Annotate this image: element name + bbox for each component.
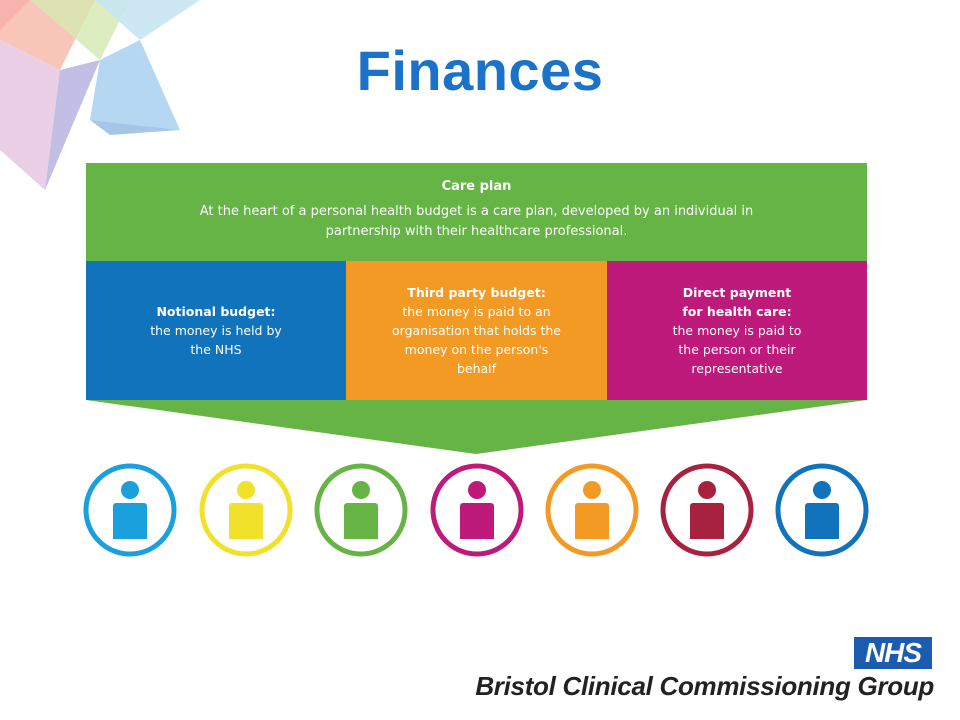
person-icon — [660, 463, 754, 557]
budget-text: the money is paid to an organisation tha… — [392, 304, 561, 376]
organisation-name: Bristol Clinical Commissioning Group — [475, 671, 934, 701]
person-icon — [545, 463, 639, 557]
person-icon — [83, 463, 177, 557]
decorative-corner-shapes — [0, 0, 200, 190]
page-title: Finances — [356, 39, 604, 102]
budget-heading: Direct payment for health care: — [682, 285, 792, 319]
direct-payment-box: Direct payment for health care: the mone… — [607, 261, 867, 400]
notional-budget-box: Notional budget: the money is held by th… — [86, 261, 346, 400]
care-plan-panel: Care plan At the heart of a personal hea… — [86, 163, 867, 261]
person-icon — [430, 463, 524, 557]
person-icon — [775, 463, 869, 557]
budget-heading: Notional budget: — [156, 304, 276, 319]
care-plan-description: At the heart of a personal health budget… — [199, 204, 754, 239]
person-icon — [314, 463, 408, 557]
person-icon — [199, 463, 293, 557]
budget-heading: Third party budget: — [407, 285, 546, 300]
nhs-logo: NHS — [854, 637, 932, 669]
budget-text: the money is held by the NHS — [150, 323, 282, 357]
care-plan-title: Care plan — [441, 179, 512, 194]
budget-text: the money is paid to the person or their… — [672, 323, 802, 376]
third-party-budget-box: Third party budget: the money is paid to… — [346, 261, 607, 400]
